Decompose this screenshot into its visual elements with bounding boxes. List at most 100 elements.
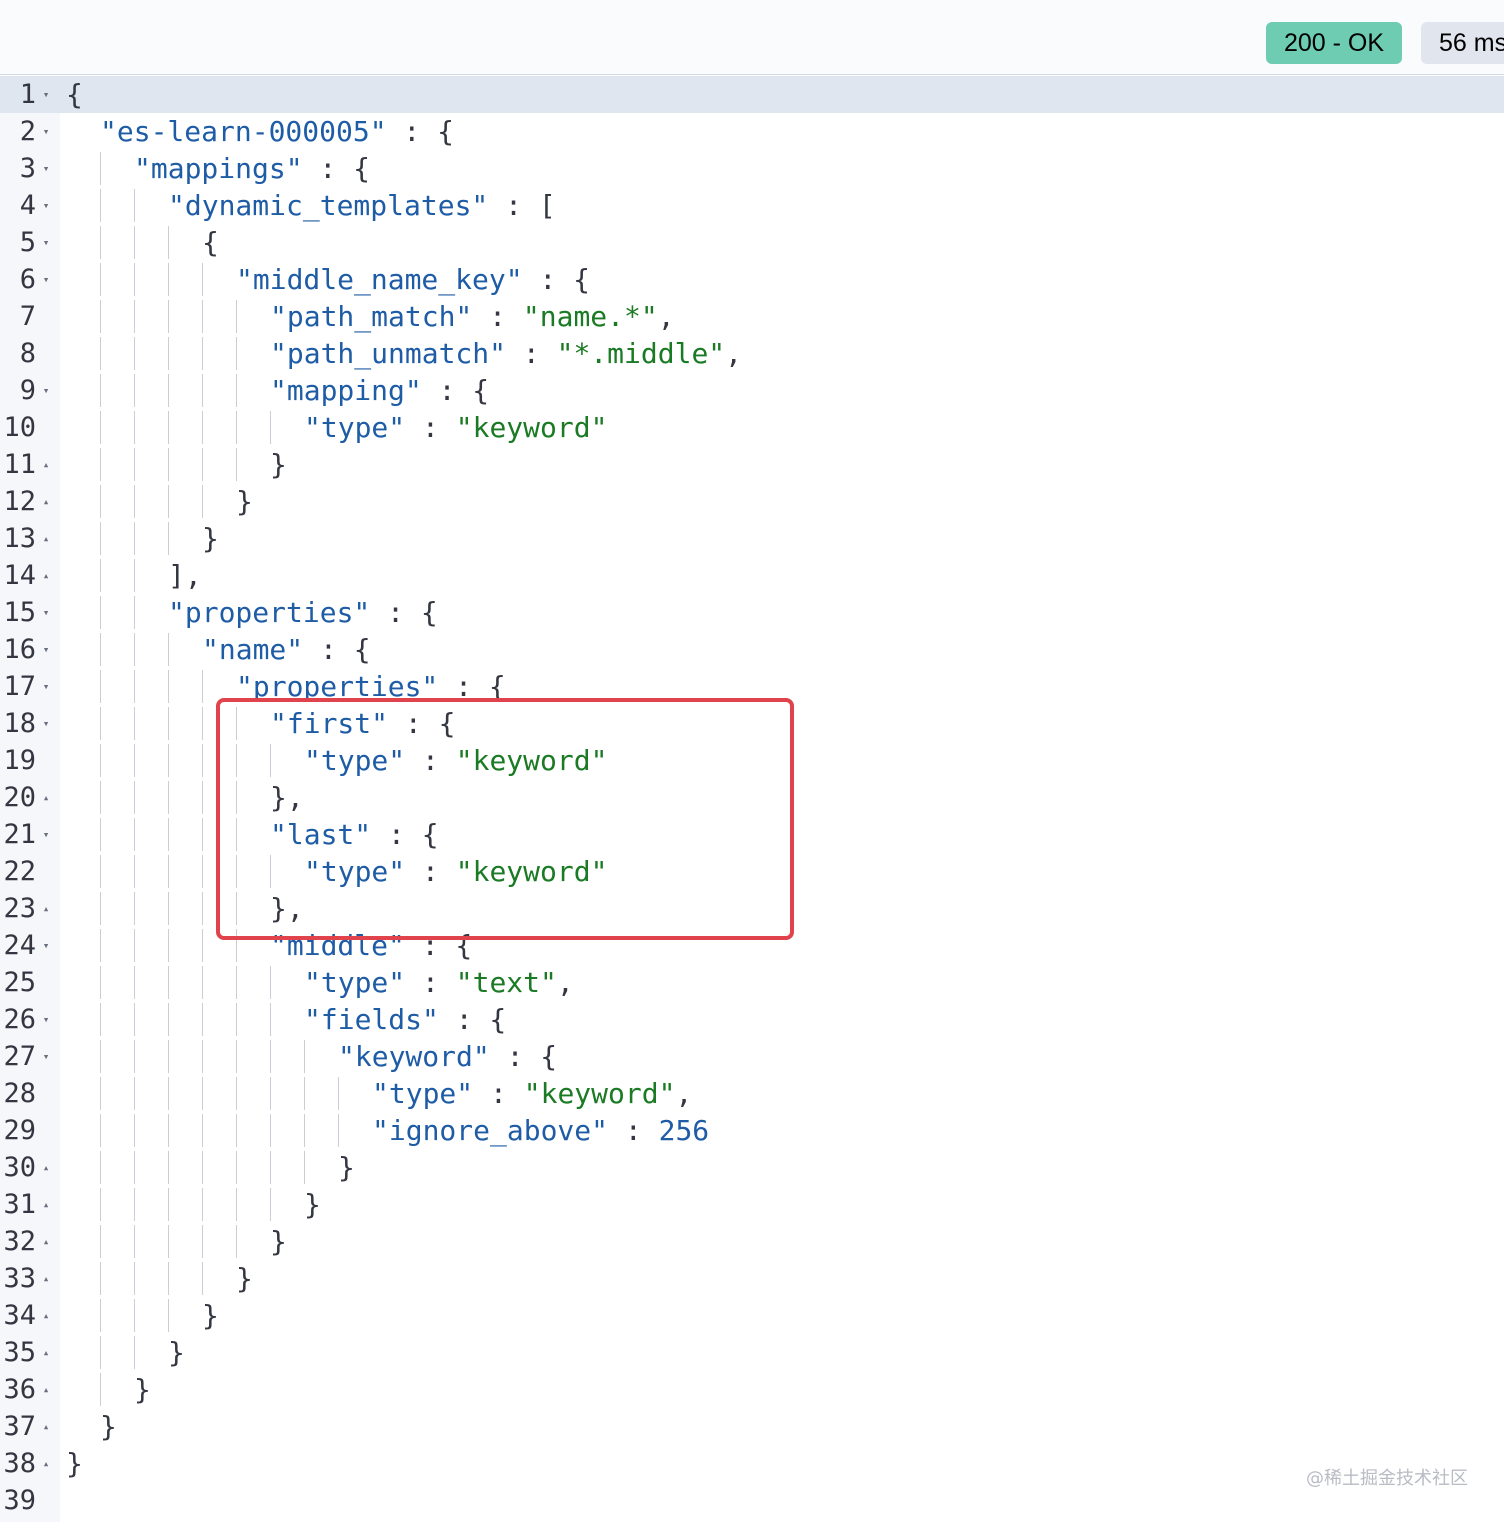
fold-arrow-up-icon[interactable]: ▴	[42, 458, 50, 471]
indent-guide	[134, 189, 135, 222]
json-punctuation: }	[270, 1225, 287, 1258]
line-number: 12	[3, 486, 36, 517]
indent-guide	[202, 374, 203, 407]
line-number: 11	[3, 449, 36, 480]
indent-guide	[168, 411, 169, 444]
fold-arrow-down-icon[interactable]: ▾	[42, 680, 50, 693]
line-number: 7	[19, 301, 36, 332]
indent-guide	[134, 411, 135, 444]
indent-guide	[100, 1151, 101, 1184]
fold-arrow-down-icon[interactable]: ▾	[42, 643, 50, 656]
fold-arrow-down-icon[interactable]: ▾	[42, 606, 50, 619]
json-punctuation: }	[304, 1188, 321, 1221]
indent-guide	[168, 1151, 169, 1184]
indent-guide	[270, 744, 271, 777]
indent-guide	[134, 1336, 135, 1369]
indent-guide	[236, 1114, 237, 1147]
fold-arrow-up-icon[interactable]: ▴	[42, 1272, 50, 1285]
fold-arrow-up-icon[interactable]: ▴	[42, 1457, 50, 1470]
indent-guide	[134, 1225, 135, 1258]
json-punctuation: }	[168, 1336, 185, 1369]
code-line: 10"type" : "keyword"	[0, 409, 1504, 446]
line-number: 22	[3, 856, 36, 887]
fold-arrow-down-icon[interactable]: ▾	[42, 125, 50, 138]
indent-guide	[134, 1262, 135, 1295]
line-number: 15	[3, 597, 36, 628]
indent-guide	[168, 670, 169, 703]
indent-guide	[134, 1151, 135, 1184]
line-number: 28	[3, 1078, 36, 1109]
fold-arrow-up-icon[interactable]: ▴	[42, 902, 50, 915]
line-number: 6	[19, 264, 36, 295]
code-line: 30▴}	[0, 1149, 1504, 1186]
indent-guide	[100, 411, 101, 444]
fold-arrow-up-icon[interactable]: ▴	[42, 1309, 50, 1322]
code-text: "mapping" : {	[270, 372, 489, 409]
fold-arrow-up-icon[interactable]: ▴	[42, 1383, 50, 1396]
json-key: "fields"	[304, 1003, 439, 1036]
code-line: 14▴],	[0, 557, 1504, 594]
json-punctuation: : {	[371, 818, 439, 851]
indent-guide	[134, 300, 135, 333]
fold-arrow-up-icon[interactable]: ▴	[42, 1198, 50, 1211]
line-number: 16	[3, 634, 36, 665]
indent-guide	[236, 818, 237, 851]
code-text: },	[270, 890, 304, 927]
json-key: "middle"	[270, 929, 405, 962]
code-text: {	[66, 76, 83, 113]
indent-guide	[202, 411, 203, 444]
json-punctuation: :	[473, 1077, 524, 1110]
fold-arrow-down-icon[interactable]: ▾	[42, 828, 50, 841]
json-key: "name"	[202, 633, 304, 666]
fold-arrow-up-icon[interactable]: ▴	[42, 1235, 50, 1248]
fold-arrow-down-icon[interactable]: ▾	[42, 273, 50, 286]
indent-guide	[100, 1336, 101, 1369]
indent-guide	[202, 1077, 203, 1110]
code-line: 33▴}	[0, 1260, 1504, 1297]
json-punctuation: }	[202, 522, 219, 555]
json-punctuation: : {	[388, 707, 456, 740]
fold-arrow-down-icon[interactable]: ▾	[42, 1013, 50, 1026]
code-text: ],	[168, 557, 202, 594]
code-line: 16 ▾ "name" : {	[0, 631, 1504, 668]
fold-arrow-up-icon[interactable]: ▴	[42, 791, 50, 804]
code-text: "name" : {	[202, 631, 371, 668]
fold-arrow-up-icon[interactable]: ▴	[42, 495, 50, 508]
code-line: 31▴}	[0, 1186, 1504, 1223]
json-punctuation: :	[405, 966, 456, 999]
fold-arrow-down-icon[interactable]: ▾	[42, 384, 50, 397]
indent-guide	[168, 263, 169, 296]
indent-guide	[236, 1077, 237, 1110]
fold-arrow-down-icon[interactable]: ▾	[42, 1050, 50, 1063]
fold-arrow-up-icon[interactable]: ▴	[42, 1346, 50, 1359]
indent-guide	[100, 1373, 101, 1406]
json-punctuation: : [	[488, 189, 556, 222]
json-punctuation: :	[506, 337, 557, 370]
fold-arrow-down-icon[interactable]: ▾	[42, 88, 50, 101]
fold-arrow-up-icon[interactable]: ▴	[42, 532, 50, 545]
code-text: "type" : "keyword"	[304, 853, 607, 890]
fold-arrow-down-icon[interactable]: ▾	[42, 236, 50, 249]
fold-arrow-up-icon[interactable]: ▴	[42, 1420, 50, 1433]
indent-guide	[236, 1003, 237, 1036]
code-line: 21▾"last" : {	[0, 816, 1504, 853]
indent-guide	[236, 966, 237, 999]
fold-arrow-down-icon[interactable]: ▾	[42, 717, 50, 730]
json-key: "first"	[270, 707, 389, 740]
json-punctuation: :	[472, 300, 523, 333]
status-code-badge: 200 - OK	[1266, 22, 1403, 64]
fold-arrow-down-icon[interactable]: ▾	[42, 199, 50, 212]
line-number: 2	[19, 116, 36, 147]
fold-arrow-down-icon[interactable]: ▾	[42, 939, 50, 952]
indent-guide	[134, 855, 135, 888]
fold-arrow-down-icon[interactable]: ▾	[42, 162, 50, 175]
indent-guide	[338, 1077, 339, 1110]
code-line: 11 ▴}	[0, 446, 1504, 483]
fold-arrow-up-icon[interactable]: ▴	[42, 569, 50, 582]
code-text: }	[270, 446, 287, 483]
code-text: "path_match" : "name.*",	[270, 298, 675, 335]
line-number: 13	[3, 523, 36, 554]
line-number: 9	[19, 375, 36, 406]
fold-arrow-up-icon[interactable]: ▴	[42, 1161, 50, 1174]
response-json-editor[interactable]: 1▾{2▾"es-learn-000005" : {3▾"mappings" :…	[0, 76, 1504, 1522]
